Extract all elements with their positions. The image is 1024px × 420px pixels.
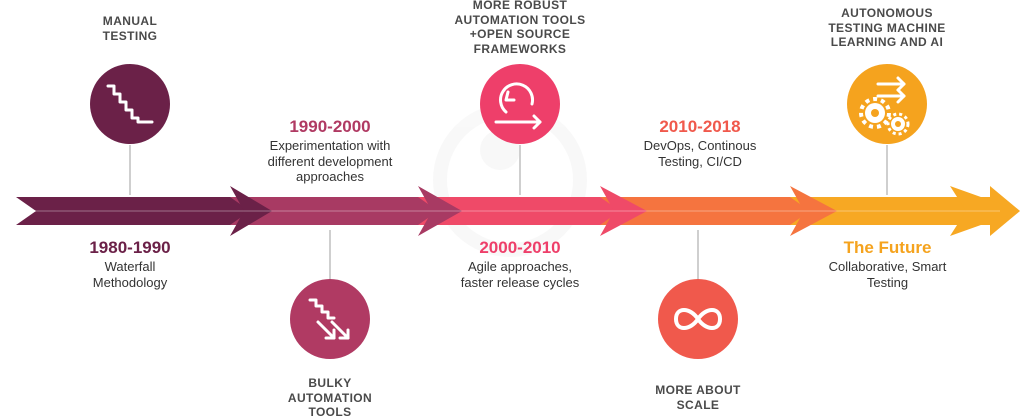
period-description: Testing, CI/CD (658, 153, 742, 169)
cycle-arrow-icon (494, 82, 542, 130)
arrow-segment-4 (600, 197, 837, 225)
period-label: 1980-1990 (89, 238, 171, 257)
milestone-caption-scale: MORE ABOUT SCALE (655, 383, 741, 412)
period-description: different development (267, 153, 393, 169)
period-description: Agile approaches, (467, 258, 573, 274)
period-description: approaches (296, 169, 364, 185)
period-label: 2000-2010 (479, 238, 561, 257)
period-description: DevOps, Continous (643, 137, 757, 153)
arrow-band (16, 186, 1020, 236)
staircase-icon (106, 84, 154, 124)
period-the-future: The Future Collaborative, Smart Testing (800, 238, 975, 290)
milestone-caption-manual-testing: MANUAL TESTING (102, 14, 158, 43)
milestone-bulky-automation (290, 279, 370, 359)
arrow-segment-3 (418, 197, 647, 225)
staircase-arrows-icon (308, 298, 350, 340)
milestone-robust-automation (480, 64, 560, 144)
period-label: 1990-2000 (289, 117, 371, 136)
period-1990-2000: 1990-2000 Experimentation with different… (245, 117, 415, 185)
period-label: The Future (843, 238, 932, 257)
period-description: Testing (866, 274, 909, 290)
milestone-caption-autonomous: AUTONOMOUS TESTING MACHINE LEARNING AND … (828, 6, 946, 50)
period-2010-2018: 2010-2018 DevOps, Continous Testing, CI/… (615, 117, 785, 169)
period-label: 2010-2018 (659, 117, 741, 136)
milestone-caption-bulky-automation: BULKY AUTOMATION TOOLS (287, 376, 373, 420)
milestone-caption-robust-automation: MORE ROBUST AUTOMATION TOOLS +OPEN SOURC… (454, 0, 586, 56)
infinity-icon (673, 308, 723, 330)
period-description: Methodology (92, 274, 168, 290)
period-description: Waterfall (104, 258, 156, 274)
period-description: Collaborative, Smart (828, 258, 947, 274)
period-2000-2010: 2000-2010 Agile approaches, faster relea… (435, 238, 605, 290)
period-1980-1990: 1980-1990 Waterfall Methodology (55, 238, 205, 290)
milestone-autonomous (847, 64, 927, 144)
milestone-scale (658, 279, 738, 359)
gears-arrows-icon (859, 76, 910, 136)
arrow-segment-1 (16, 197, 272, 225)
period-description: faster release cycles (460, 274, 580, 290)
milestone-manual-testing (90, 64, 170, 144)
period-description: Experimentation with (269, 137, 391, 153)
arrow-segment-2 (230, 197, 462, 225)
